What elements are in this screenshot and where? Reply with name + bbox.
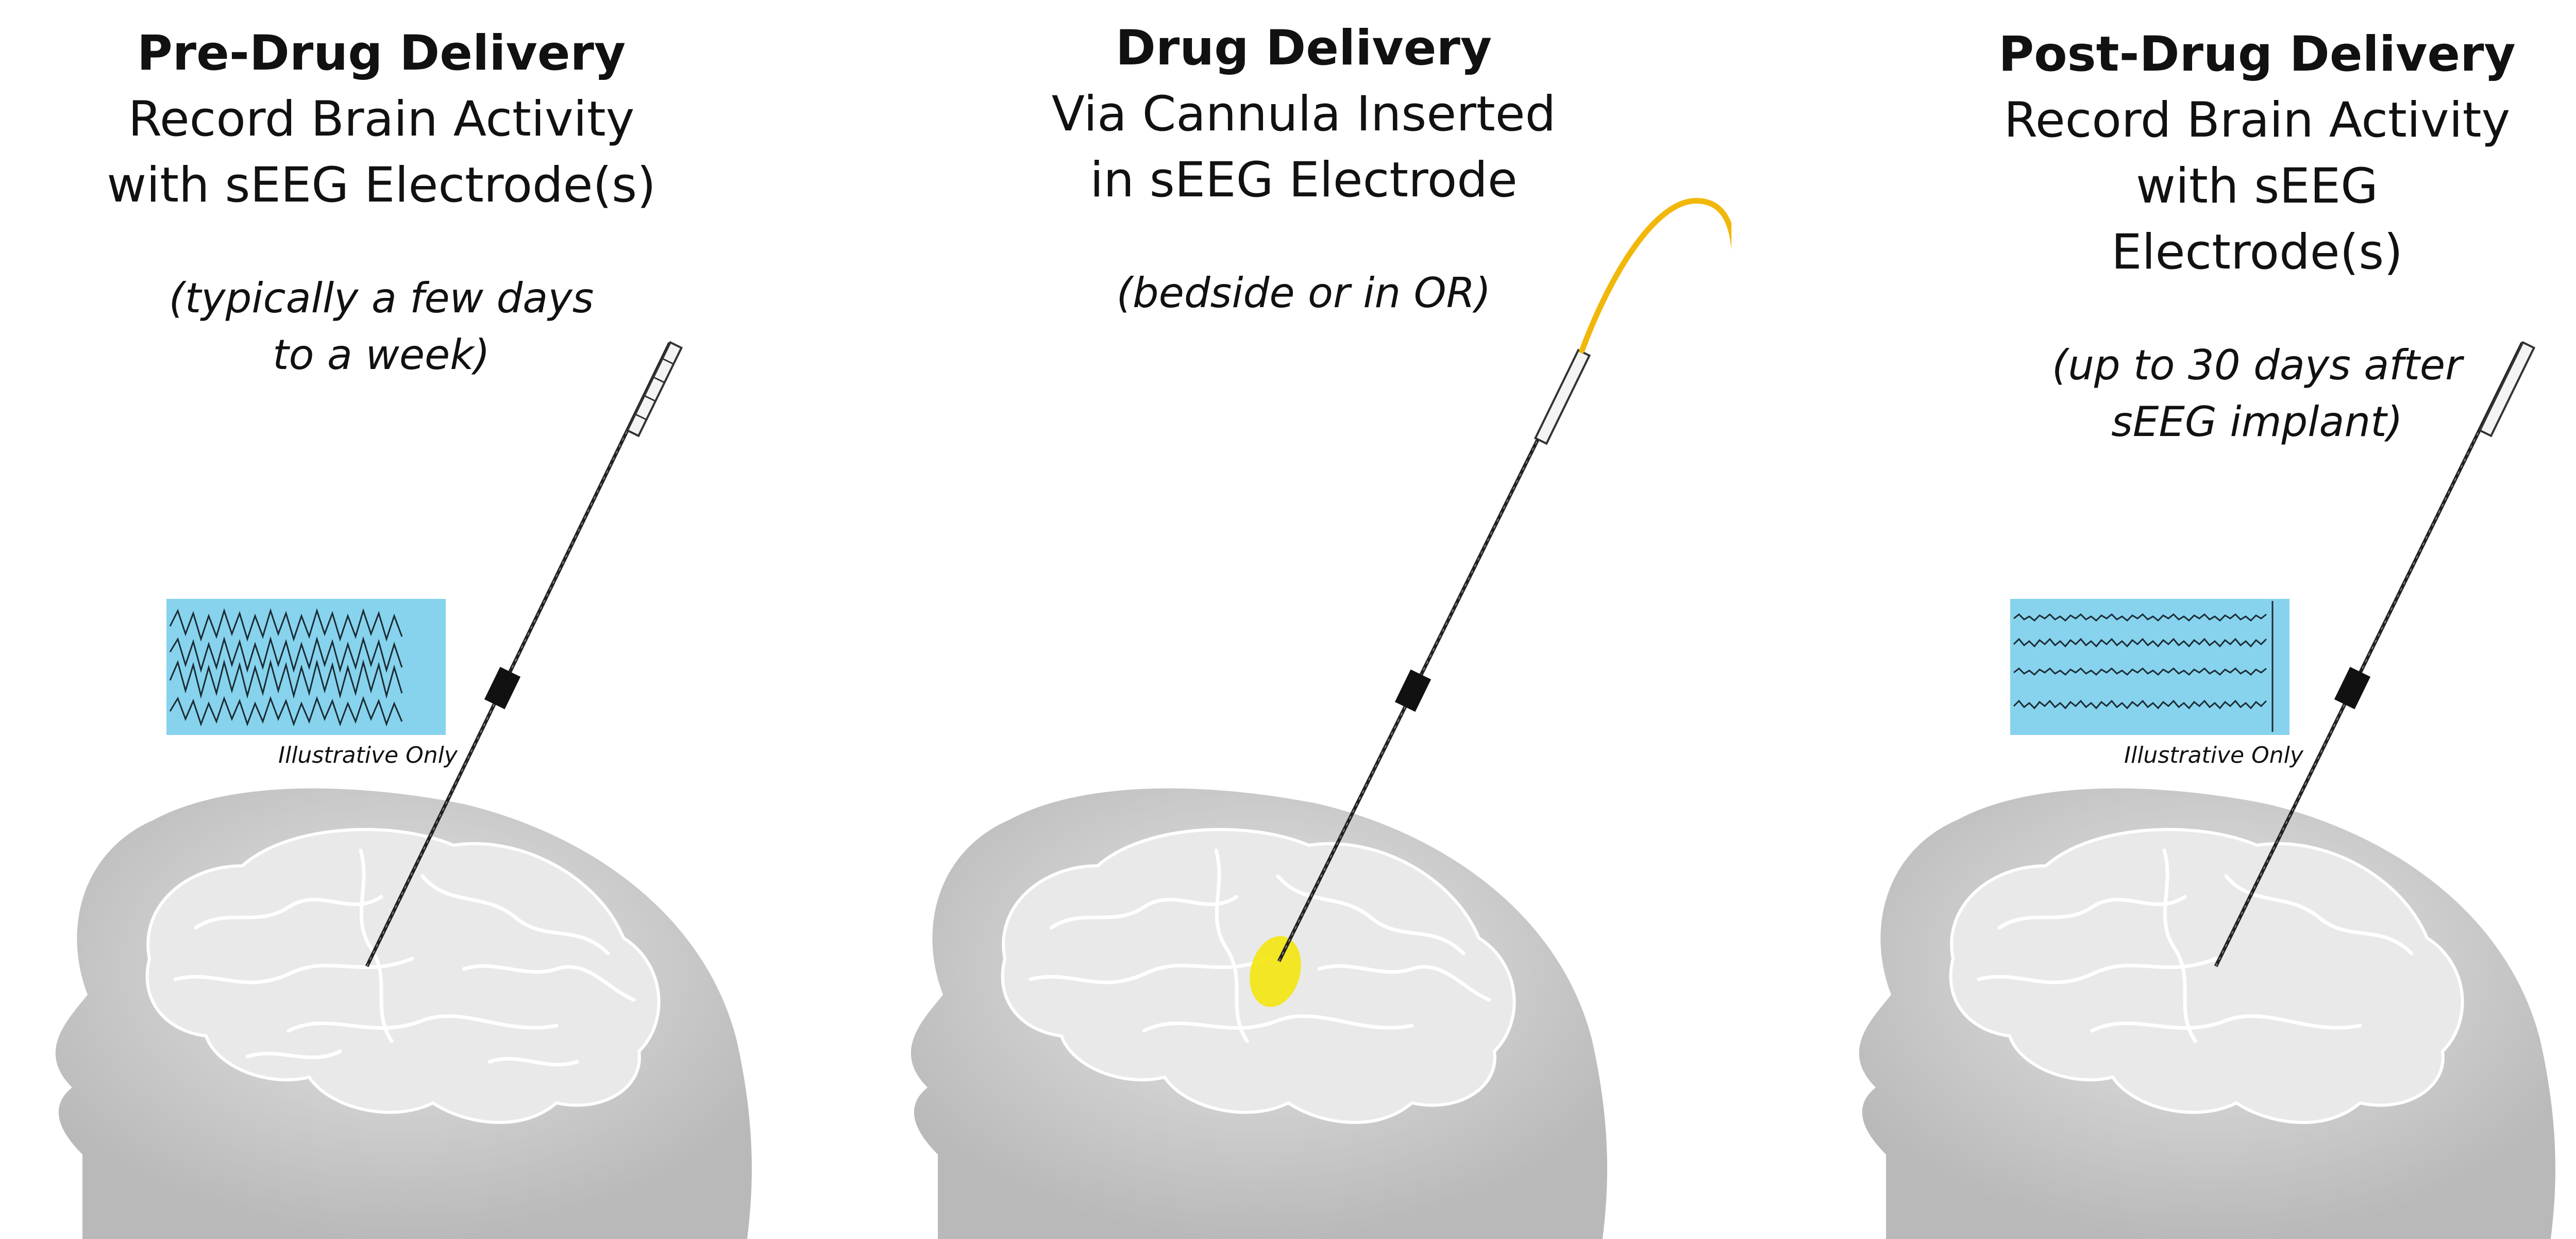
panel-note: (bedside or in OR) [855,265,1731,322]
panel-line: Electrode(s) [1886,220,2576,286]
panel-line: Via Cannula Inserted [855,81,1731,147]
panel-line: Record Brain Activity [0,87,763,153]
panel-text: Pre-Drug Delivery Record Brain Activity … [0,21,763,383]
panel-drug-delivery: Drug Delivery Via Cannula Inserted in sE… [855,0,1731,1239]
panel-title: Pre-Drug Delivery [0,21,763,87]
panel-pre-drug-delivery: Illustrative Only Pre-Drug Delivery Reco… [0,0,855,1239]
panel-note: sEEG implant) [1886,394,2576,450]
panel-line: with sEEG [1886,154,2576,220]
panel-line: in sEEG Electrode [855,147,1731,213]
panel-line: Record Brain Activity [1886,88,2576,154]
panel-text: Post-Drug Delivery Record Brain Activity… [1886,22,2576,450]
panel-note: (up to 30 days after [1886,337,2576,394]
panel-note: to a week) [0,327,763,383]
panel-title: Drug Delivery [855,15,1731,81]
panel-title: Post-Drug Delivery [1886,22,2576,88]
panel-line: with sEEG Electrode(s) [0,153,763,219]
panel-note: (typically a few days [0,270,763,327]
panel-post-drug-delivery: Illustrative Only Post-Drug Delivery Rec… [1731,0,2576,1239]
panel-text: Drug Delivery Via Cannula Inserted in sE… [855,15,1731,322]
